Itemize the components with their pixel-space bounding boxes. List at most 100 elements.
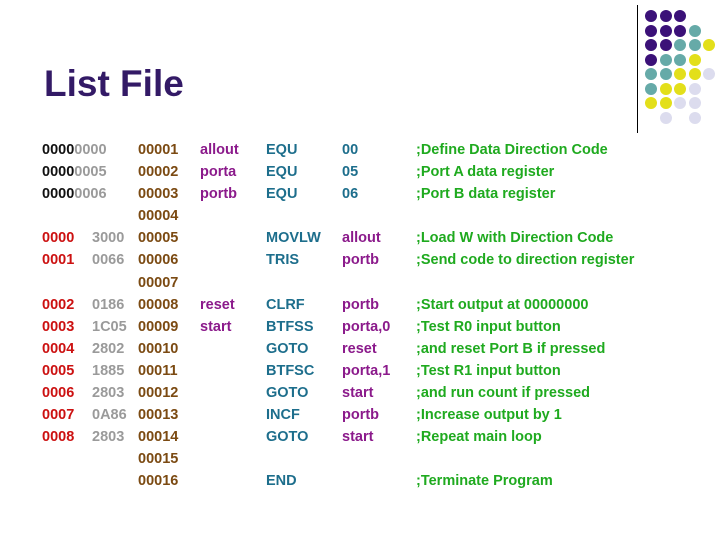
listing-address: 0007: [42, 407, 75, 424]
dot-dark-purple-icon: [645, 24, 657, 37]
listing-address: 0008: [42, 429, 75, 446]
dot-lavender-icon: [688, 82, 701, 95]
listing-operand: start: [342, 429, 374, 446]
listing-address: 0001: [42, 252, 75, 269]
listing-comment: ;Define Data Direction Code: [416, 142, 608, 158]
listing-comment: ;Start output at 00000000: [416, 296, 589, 313]
listing-comment: ;and reset Port B if pressed: [416, 340, 606, 357]
listing-address: 00000005: [42, 164, 107, 181]
listing-row: 00007: [40, 272, 700, 294]
dot-lavender-icon: [659, 111, 672, 124]
listing-address: 0005: [42, 362, 75, 379]
listing-operand: portb: [342, 296, 380, 313]
listing-mnemonic: INCF: [266, 407, 300, 424]
listing-mnemonic: BTFSS: [266, 318, 314, 335]
listing-operand: 05: [342, 164, 359, 181]
dot-lavender-icon: [703, 68, 715, 80]
listing-opcode: 0A86: [92, 407, 127, 424]
listing-mnemonic: EQU: [266, 142, 298, 158]
listing-address: 0003: [42, 318, 75, 335]
dot-dark-purple-icon: [674, 24, 686, 37]
listing-label: porta: [200, 164, 237, 181]
listing-comment: ;Test R1 input button: [416, 362, 561, 379]
listing-line-number: 00005: [138, 230, 179, 247]
listing-opcode: 0186: [92, 296, 125, 313]
dot-dark-purple-icon: [645, 10, 657, 22]
listing-address: 0002: [42, 296, 75, 313]
listing-operand: start: [342, 385, 374, 402]
header-decoration: [637, 0, 728, 135]
listing-line-number: 00008: [138, 296, 179, 313]
listing-line-number: 00010: [138, 340, 179, 357]
dot-teal-icon: [645, 68, 657, 80]
listing-comment: ;Send code to direction register: [416, 252, 635, 269]
listing-line-number: 00001: [138, 142, 179, 158]
listing-opcode: 0066: [92, 252, 125, 269]
listing-mnemonic: TRIS: [266, 252, 300, 269]
listing-address: 0004: [42, 340, 75, 357]
listing-comment: ;Repeat main loop: [416, 429, 542, 446]
dot-lavender-icon: [674, 97, 686, 109]
listing-opcode: 1C05: [92, 318, 127, 335]
listing-comment: ;Test R0 input button: [416, 318, 561, 335]
listing-line-number: 00012: [138, 385, 179, 402]
listing-line-number: 00011: [138, 362, 178, 379]
listing-comment: ;Port A data register: [416, 164, 555, 181]
dot-yellow-icon: [645, 97, 657, 109]
listing-comment: ;Increase output by 1: [416, 407, 562, 424]
listing-operand: reset: [342, 340, 377, 357]
dot-yellow-icon: [688, 68, 701, 80]
listing-mnemonic: GOTO: [266, 385, 309, 402]
dot-yellow-icon: [703, 39, 715, 51]
listing-comment: ;Terminate Program: [416, 473, 553, 490]
listing-row: 00016 END ;Terminate Program: [40, 470, 700, 492]
dot-dark-purple-icon: [659, 10, 672, 22]
listing-operand: 00: [342, 142, 359, 158]
dot-dark-purple-icon: [659, 39, 672, 51]
listing-line-number: 00016: [138, 473, 179, 490]
listing-label: reset: [200, 296, 235, 313]
listing-line-number: 00007: [138, 274, 179, 291]
dot-yellow-icon: [659, 97, 672, 109]
listing-mnemonic: EQU: [266, 186, 298, 203]
listing-operand: 06: [342, 186, 359, 203]
header-vertical-rule: [637, 5, 638, 133]
dot-teal-icon: [688, 24, 701, 37]
listing-opcode: 2803: [92, 385, 125, 402]
listing-line-number: 00006: [138, 252, 179, 269]
listing-line-number: 00004: [138, 208, 179, 225]
dot-teal-icon: [645, 82, 657, 95]
listing-comment: ;Load W with Direction Code: [416, 230, 614, 247]
dot-dark-purple-icon: [659, 24, 672, 37]
dot-teal-icon: [688, 39, 701, 51]
listing-mnemonic: END: [266, 473, 297, 490]
listing-address: 0000: [42, 230, 75, 247]
listing-row: 00015: [40, 448, 700, 470]
listing-label: portb: [200, 186, 238, 203]
listing-opcode: 3000: [92, 230, 125, 247]
listing-opcode: 1885: [92, 362, 125, 379]
listing-line-number: 00014: [138, 429, 179, 446]
listing-address: 0006: [42, 385, 75, 402]
dot-teal-icon: [674, 39, 686, 51]
listing-operand: allout: [342, 230, 381, 247]
listing-row: 00004: [40, 205, 700, 227]
listing-line-number: 00015: [138, 451, 179, 468]
listing-address: 00000000: [42, 142, 107, 158]
listing-line-number: 00013: [138, 407, 179, 424]
listing-label: allout: [200, 142, 239, 158]
listing-mnemonic: BTFSC: [266, 362, 315, 379]
listing-operand: porta,0: [342, 318, 391, 335]
listing-row: 00000000 00001 allout EQU 00 ;Define Data Dir…: [40, 139, 700, 161]
dot-yellow-icon: [674, 82, 686, 95]
dot-dark-purple-icon: [645, 53, 657, 66]
